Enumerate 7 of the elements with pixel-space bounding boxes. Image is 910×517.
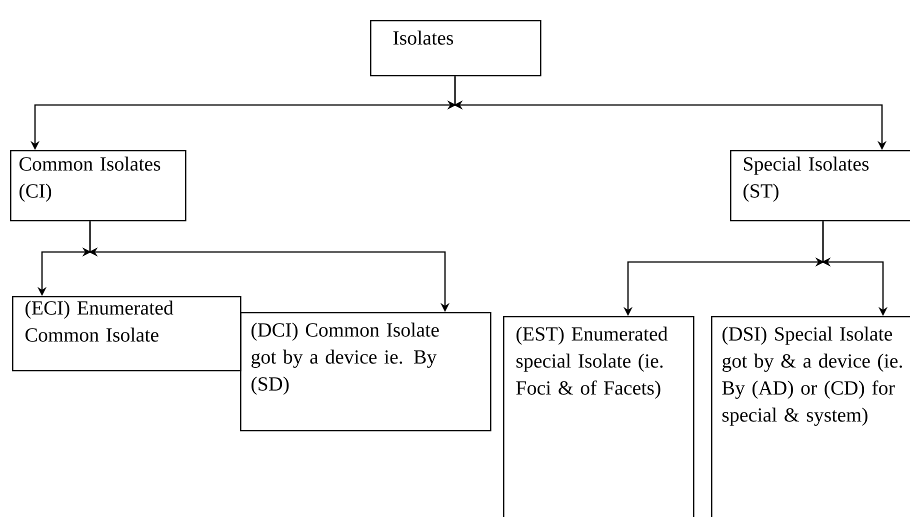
process-box: (DSI) Special Isolate got by & a device (ie. By (AD) or (CD) for special & system) [711, 316, 910, 517]
process-box: Common Isolates (CI) [10, 150, 186, 222]
process-box: (ECI) Enumerated Common Isolate [12, 296, 242, 372]
process-box: Isolates [370, 20, 542, 76]
process-box: (DCI) Common Isolate got by a device ie. By (SD) [240, 312, 492, 432]
process-box: Special Isolates (ST) [730, 150, 910, 222]
process-box: (EST) Enumerated special Isolate (ie. Foci & of Facets) [503, 316, 694, 517]
